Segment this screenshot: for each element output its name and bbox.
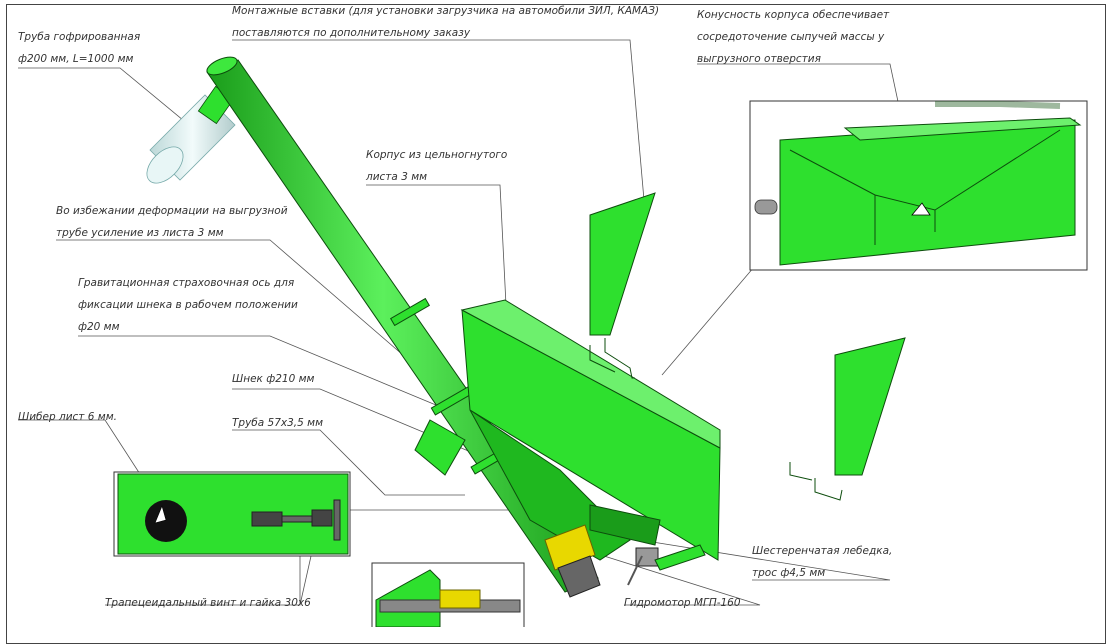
label-hydraulic-motor: Гидромотор МГП-160 [624,597,741,609]
mounting-insert-right [789,337,906,501]
mounting-insert-left [589,192,656,379]
hydraulic-motor [544,524,601,598]
label-gear-winch: Шестеренчатая лебедка, трос ф4,5 мм [752,545,893,579]
detail-bottom-view [371,562,525,627]
label-trapezoidal-screw: Трапецеидальный винт и гайка 30х6 [105,597,311,609]
label-auger: Шнек ф210 мм [232,373,315,385]
label-gate: Шибер лист 6 мм. [18,411,117,423]
drawing-sheet: Труба гофрированная ф200 мм, L=1000 мм М… [6,4,1106,644]
label-corrugated-pipe: Труба гофрированная ф200 мм, L=1000 мм [18,31,141,65]
gear-winch [627,544,706,586]
detail-cone-view [749,100,1088,271]
label-safety-axis: Гравитационная страховочная ось для фикс… [78,277,298,333]
corrugated-pipe [146,85,236,184]
label-reinforcement: Во избежании деформации на выгрузной тру… [56,205,288,239]
label-mounting-inserts: Монтажные вставки (для установки загрузч… [232,5,660,39]
label-body-sheet: Корпус из цельногнутого листа 3 мм [366,149,508,183]
detail-gate-view [113,471,351,557]
assembly-drawing [18,39,1088,627]
label-body-cone: Конусность корпуса обеспечивает сосредот… [697,9,890,65]
label-tube: Труба 57х3,5 мм [232,417,323,429]
hopper-body [414,299,721,561]
